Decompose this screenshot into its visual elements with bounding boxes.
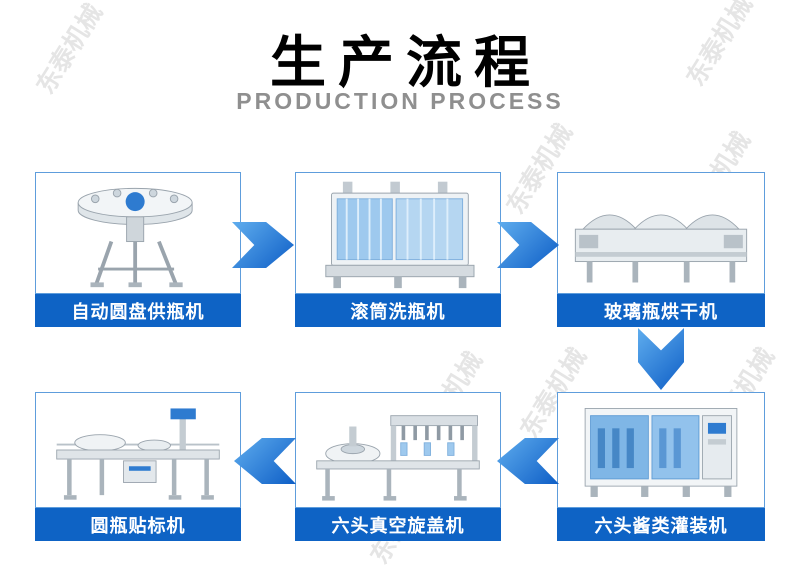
machine-photo-frame (295, 172, 501, 294)
page-subtitle: PRODUCTION PROCESS (236, 88, 564, 114)
glass-bottle-dryer-image (574, 214, 748, 283)
process-step-card: 六头真空旋盖机 (295, 392, 501, 541)
process-step-card: 自动圆盘供瓶机 (35, 172, 241, 327)
step-label: 六头酱类灌装机 (557, 508, 765, 541)
machine-photo-frame (557, 172, 765, 294)
process-step-card: 玻璃瓶烘干机 (557, 172, 765, 327)
page-title: 生产流程 (270, 31, 542, 94)
machine-photo-frame (35, 392, 241, 508)
process-step-card: 滚筒洗瓶机 (295, 172, 501, 327)
machine-photo-frame (35, 172, 241, 294)
flow-arrow-right-icon (232, 222, 294, 268)
six-head-sauce-filler-image (584, 408, 738, 497)
step-label: 玻璃瓶烘干机 (557, 294, 765, 327)
drum-bottle-washer-image (325, 181, 475, 289)
process-step-card: 圆瓶贴标机 (35, 392, 241, 541)
round-bottle-labeler-image (56, 408, 220, 500)
machine-photo-frame (295, 392, 501, 508)
process-step-card: 六头酱类灌装机 (557, 392, 765, 541)
machine-photo-frame (557, 392, 765, 508)
flow-arrow-right-icon (497, 222, 559, 268)
step-label: 自动圆盘供瓶机 (35, 294, 241, 327)
six-head-vacuum-capper-image (316, 415, 480, 501)
rotary-disc-bottle-feeder-image (77, 187, 193, 288)
flow-arrow-left-icon (497, 438, 559, 484)
step-label: 六头真空旋盖机 (295, 508, 501, 541)
step-label: 圆瓶贴标机 (35, 508, 241, 541)
flow-arrow-left-icon (234, 438, 296, 484)
flow-arrow-down-icon (638, 328, 684, 390)
step-label: 滚筒洗瓶机 (295, 294, 501, 327)
